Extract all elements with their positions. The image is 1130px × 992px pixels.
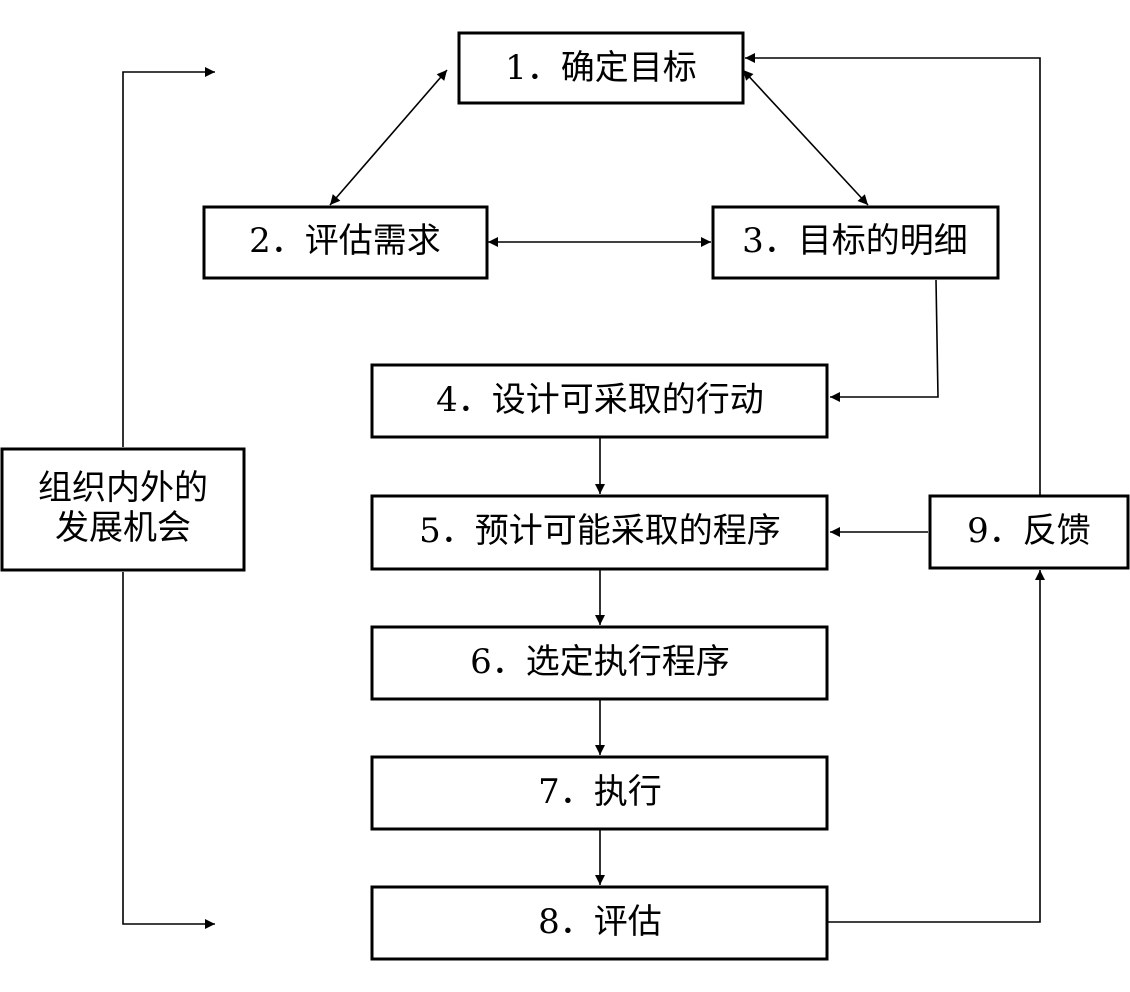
external-label-line2: 发展机会	[55, 508, 191, 548]
external-label-line1: 组织内外的	[38, 468, 208, 508]
connector-1-2	[329, 69, 448, 206]
node-7-execute: 7．执行	[370, 755, 829, 831]
node-3-goal-details: 3．目标的明细	[711, 205, 1000, 280]
node-9-feedback: 9．反馈	[928, 494, 1130, 570]
node-1-label: 1．确定目标	[505, 48, 697, 88]
node-5-label: 5．预计可能采取的程序	[419, 511, 781, 551]
node-7-label: 7．执行	[538, 772, 662, 812]
node-external-opportunities: 组织内外的 发展机会	[0, 447, 246, 572]
connector-1-3	[742, 69, 869, 206]
node-3-label: 3．目标的明细	[742, 221, 968, 261]
node-6-label: 6．选定执行程序	[470, 642, 730, 682]
connector-9-1	[745, 53, 1041, 495]
node-6-select-procedure: 6．选定执行程序	[370, 625, 829, 701]
connector-external-bottom	[122, 572, 215, 929]
node-4-label: 4．设计可采取的行动	[436, 380, 764, 420]
node-1-define-goal: 1．确定目标	[457, 31, 745, 105]
connector-external-top	[122, 67, 215, 447]
node-2-label: 2．评估需求	[249, 221, 441, 261]
node-9-label: 9．反馈	[967, 511, 1091, 551]
node-5-estimate-procedures: 5．预计可能采取的程序	[370, 494, 829, 571]
connector-3-4	[830, 279, 939, 402]
node-4-design-actions: 4．设计可采取的行动	[370, 363, 829, 439]
node-8-label: 8．评估	[538, 902, 662, 942]
node-8-evaluate: 8．评估	[370, 885, 829, 961]
connector-8-9	[827, 570, 1045, 923]
node-2-assess-needs: 2．评估需求	[202, 205, 489, 280]
